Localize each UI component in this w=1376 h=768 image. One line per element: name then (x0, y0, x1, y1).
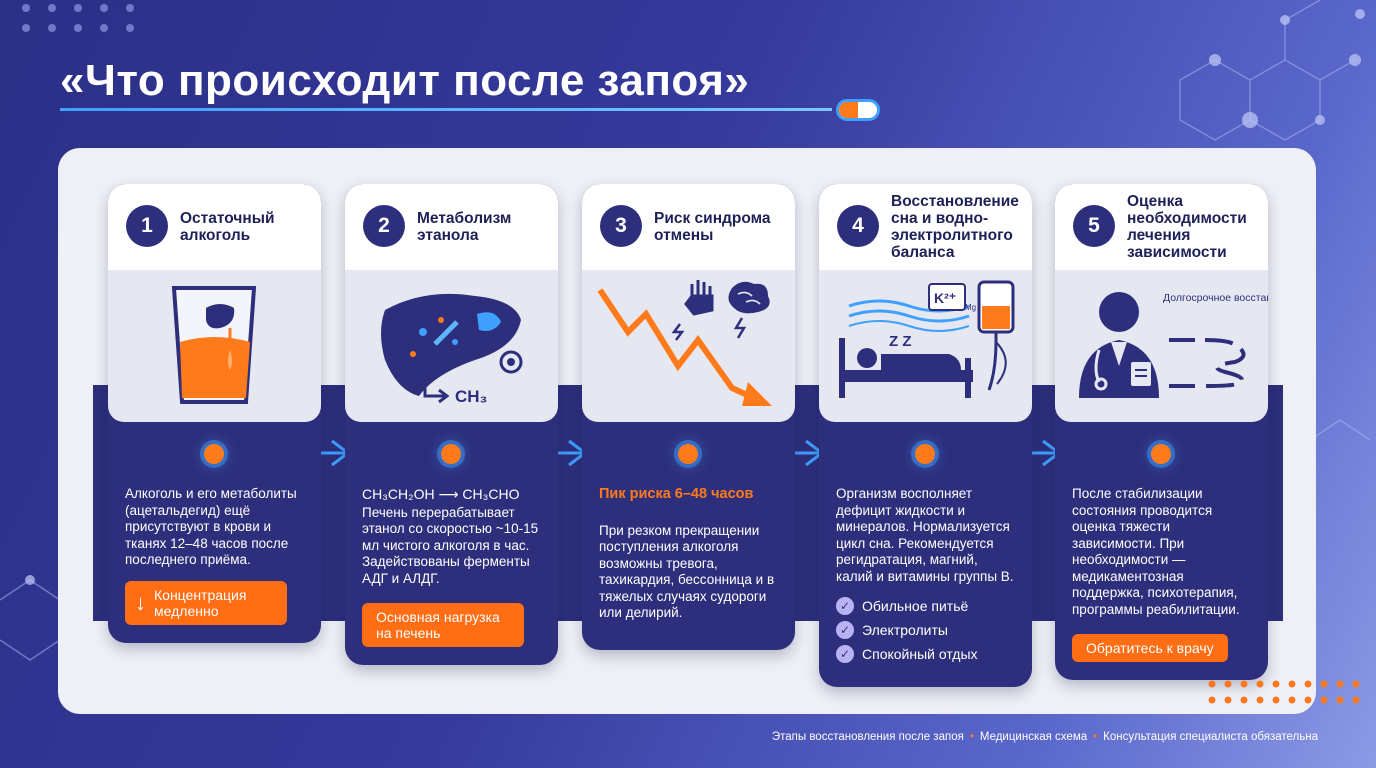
title-underline (60, 108, 832, 111)
step-title: Метаболизм этанола (417, 210, 512, 244)
sleep-iv-icon: Z Z K²⁺ Mg (819, 270, 1032, 422)
step-body: CH₃CH₂OH ⟶ CH₃CHO Печень перерабатывает … (345, 422, 558, 665)
step-header: 3 Риск синдрома отмены (582, 184, 795, 270)
step-number: 1 (126, 205, 168, 247)
doctor-icon: Долгосрочное восстановление (1055, 270, 1268, 422)
step-body: Алкоголь и его метаболиты (ацетальдегид)… (108, 422, 321, 643)
decorative-dots (1208, 680, 1360, 704)
button-label: Концентрация медленно (154, 586, 247, 619)
timeline-dot (441, 444, 461, 464)
list-item-label: Спокойный отдых (862, 645, 978, 662)
step-card-1: 1 Остаточный алкоголь Алкоголь и его мет… (108, 184, 321, 643)
zzz-label: Z Z (889, 333, 912, 350)
step-header: 2 Метаболизм этанола (345, 184, 558, 270)
step-description: При резком прекращении поступления алког… (599, 522, 775, 621)
step-description: Организм восполняет дефицит жидкости и м… (836, 486, 1014, 584)
step-title: Оценка необходимости лечения зависимости (1127, 193, 1247, 261)
page-title: «Что происходит после запоя» (60, 56, 750, 105)
step-card-3: 3 Риск синдрома отмены Пик риска 6–48 ча… (582, 184, 795, 650)
glass-with-liver-icon (108, 270, 321, 422)
step-body: Организм восполняет дефицит жидкости и м… (819, 422, 1032, 687)
footer-item: Медицинская схема (979, 731, 1088, 743)
withdrawal-risk-icon (582, 270, 795, 422)
peak-risk-label: Пик риска 6–48 часов (599, 486, 754, 502)
liver-metabolism-icon: CH₃ (345, 270, 558, 422)
ethanol-formula: CH₃CH₂OH ⟶ CH₃CHO (362, 486, 520, 502)
timeline-dot (915, 444, 935, 464)
step-header: 1 Остаточный алкоголь (108, 184, 321, 270)
step-number: 4 (837, 205, 879, 247)
step-header: 5 Оценка необходимости лечения зависимос… (1055, 184, 1268, 270)
bullet-icon: • (969, 731, 974, 743)
step-description: После стабилизации состояния проводится … (1072, 486, 1240, 617)
step-header: 4 Восстановление сна и водно-электролитн… (819, 184, 1032, 270)
timeline-dot (678, 444, 698, 464)
list-item: ✓ Электролиты (836, 621, 1016, 639)
list-item-label: Электролиты (862, 621, 948, 638)
consult-doctor-button[interactable]: Обратитесь к врачу (1072, 634, 1228, 662)
long-term-label: Долгосрочное восстановление (1163, 292, 1268, 304)
step-description: Печень перерабатывает этанол со скорость… (362, 504, 539, 586)
magnesium-label: Mg (965, 303, 976, 312)
concentration-button[interactable]: ↓ Концентрация медленно (125, 580, 287, 625)
timeline-dot (204, 444, 224, 464)
checkmark-icon: ✓ (836, 645, 854, 663)
step-card-2: 2 Метаболизм этанола CH₃ CH₃CH₂OH ⟶ CH₃C… (345, 184, 558, 665)
step-title: Остаточный алкоголь (180, 210, 275, 244)
step-number: 3 (600, 205, 642, 247)
step-body: После стабилизации состояния проводится … (1055, 422, 1268, 680)
methyl-label: CH₃ (455, 387, 487, 406)
step-number: 5 (1073, 205, 1115, 247)
checkmark-icon: ✓ (836, 621, 854, 639)
bullet-icon: • (1093, 731, 1098, 743)
list-item-label: Обильное питьё (862, 597, 969, 614)
step-number: 2 (363, 205, 405, 247)
recommendation-list: ✓ Обильное питьё ✓ Электролиты ✓ Спокойный … (836, 597, 1016, 663)
list-item: ✓ Спокойный отдых (836, 645, 1016, 663)
liver-load-button[interactable]: Основная нагрузка на печень (362, 603, 524, 647)
step-card-4: 4 Восстановление сна и водно-электролитн… (819, 184, 1032, 687)
capsule-icon (836, 99, 880, 121)
footer-item: Этапы восстановления после запоя (771, 731, 964, 743)
footer: Этапы восстановления после запоя • Медицин… (772, 731, 1318, 743)
list-item: ✓ Обильное питьё (836, 597, 1016, 615)
arrow-down-icon: ↓ (135, 589, 146, 615)
step-body: Пик риска 6–48 часов При резком прекраще… (582, 422, 795, 640)
timeline-dot (1151, 444, 1171, 464)
step-description: Алкоголь и его метаболиты (ацетальдегид)… (125, 486, 297, 567)
svg-text:Долгосрочное восстановление: Долгосрочное восстановление (1163, 292, 1268, 304)
step-title: Риск синдрома отмены (654, 210, 771, 244)
potassium-label: K²⁺ (934, 290, 956, 306)
checkmark-icon: ✓ (836, 597, 854, 615)
footer-item: Консультация специалиста обязательна (1103, 731, 1318, 743)
step-card-5: 5 Оценка необходимости лечения зависимос… (1055, 184, 1268, 680)
step-title: Восстановление сна и водно-электролитног… (891, 193, 1019, 261)
